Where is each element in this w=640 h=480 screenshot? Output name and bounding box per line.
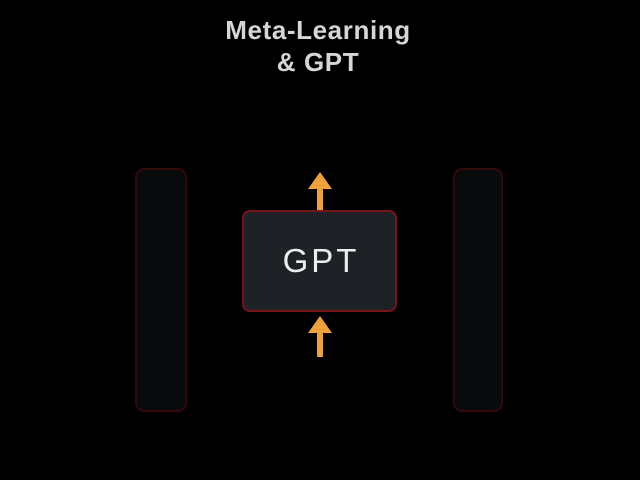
arrow-head [308,316,332,333]
arrow-head [308,172,332,189]
input-arrow-up-icon [308,316,332,357]
page-title-line1: Meta-Learning [225,15,411,45]
page-title-line2: & GPT [276,47,360,77]
output-arrow-up-icon [308,172,332,211]
page-title: Meta-Learning & GPT [0,14,636,78]
arrow-shaft [317,333,323,357]
left-ghost-panel [135,168,187,412]
gpt-box-label: GPT [282,242,360,279]
gpt-box: GPT [242,210,397,312]
right-ghost-panel [453,168,503,412]
arrow-shaft [317,189,323,211]
